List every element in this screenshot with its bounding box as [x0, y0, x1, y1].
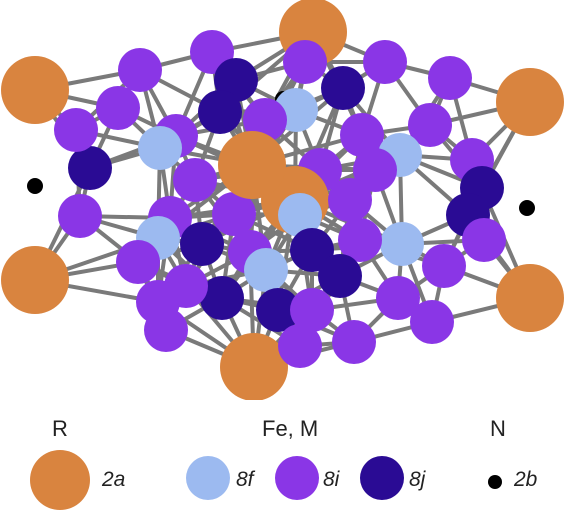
atom-layer	[1, 0, 564, 400]
atom-r-2a	[1, 56, 69, 124]
atom-fe-m-8i	[212, 192, 256, 236]
atom-fe-m-8i	[428, 56, 472, 100]
legend-group-fe-m-title: Fe, M	[262, 416, 319, 441]
atom-r-2a	[496, 264, 564, 332]
legend-label-8i: 8i	[323, 468, 340, 491]
atom-r-2a	[496, 68, 564, 136]
atom-fe-m-8j	[290, 228, 334, 272]
atom-fe-m-8f	[380, 222, 424, 266]
atom-fe-m-8i	[363, 40, 407, 84]
atom-fe-m-8i	[118, 48, 162, 92]
atom-fe-m-8i	[283, 40, 327, 84]
atom-fe-m-8i	[328, 178, 372, 222]
atom-fe-m-8i	[332, 320, 376, 364]
atom-fe-m-8i	[410, 300, 454, 344]
atom-fe-m-8i	[338, 218, 382, 262]
atom-fe-m-8i	[290, 288, 334, 332]
atom-fe-m-8j	[256, 288, 300, 332]
atom-fe-m-8i	[408, 103, 452, 147]
atom-fe-m-8f	[138, 126, 182, 170]
legend-swatch-8f	[186, 456, 230, 500]
atom-fe-m-8i	[54, 108, 98, 152]
legend-swatch-8j	[360, 456, 404, 500]
atom-fe-m-8i	[144, 308, 188, 352]
atom-fe-m-8i	[340, 113, 384, 157]
atom-fe-m-8i	[353, 148, 397, 192]
legend-label-2b: 2b	[514, 468, 538, 491]
atom-fe-m-8i	[376, 276, 420, 320]
legend-swatch-8i	[275, 456, 319, 500]
legend: R Fe, M N 2a 8f 8i 8j 2b	[0, 400, 568, 519]
atom-fe-m-8i	[278, 324, 322, 368]
atom-fe-m-8i	[243, 98, 287, 142]
legend-swatch-2a	[30, 450, 90, 510]
atom-fe-m-8f	[278, 193, 322, 237]
atom-n-2b	[27, 178, 43, 194]
atom-n-2b	[519, 200, 535, 216]
atom-r-2a	[220, 333, 288, 400]
atom-fe-m-8j	[198, 90, 242, 134]
atom-r-2a	[1, 246, 69, 314]
atom-fe-m-8i	[96, 86, 140, 130]
atom-fe-m-8i	[173, 158, 217, 202]
atom-r-2a	[218, 131, 286, 199]
legend-group-r-title: R	[52, 416, 68, 441]
atom-fe-m-8j	[318, 254, 362, 298]
legend-label-8f: 8f	[236, 468, 254, 491]
crystal-structure-diagram	[1, 0, 564, 400]
legend-label-8j: 8j	[409, 468, 426, 491]
legend-label-2a: 2a	[102, 468, 126, 491]
atom-fe-m-8j	[321, 66, 365, 110]
legend-swatch-2b	[488, 475, 502, 489]
atom-fe-m-8i	[116, 240, 160, 284]
atom-fe-m-8j	[180, 222, 224, 266]
atom-fe-m-8i	[58, 194, 102, 238]
atom-fe-m-8j	[68, 146, 112, 190]
atom-fe-m-8j	[200, 276, 244, 320]
atom-fe-m-8i	[422, 244, 466, 288]
legend-group-n-title: N	[490, 416, 506, 441]
atom-fe-m-8i	[462, 218, 506, 262]
atom-fe-m-8f	[244, 248, 288, 292]
